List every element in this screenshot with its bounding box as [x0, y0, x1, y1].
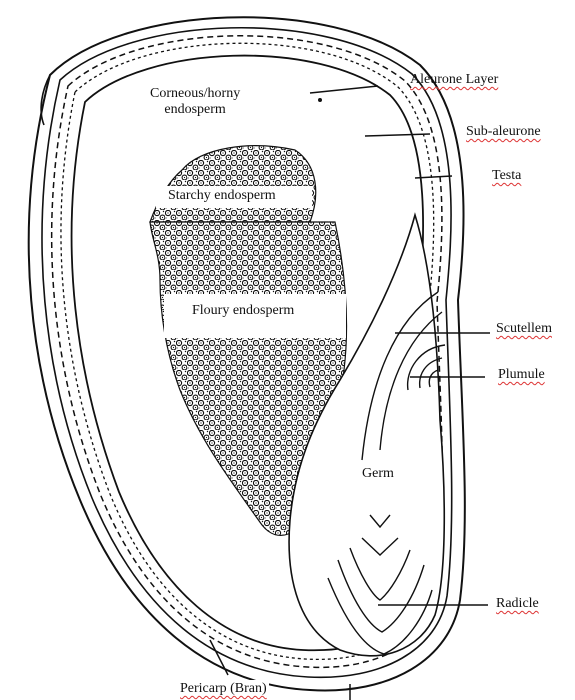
pericarp-label: Pericarp (Bran) [178, 680, 269, 698]
testa-label: Testa [492, 168, 521, 184]
aleurone-layer-label: Aleurone Layer [410, 72, 498, 88]
aleurone-leader [310, 86, 378, 93]
starchy-endosperm-region [150, 146, 316, 222]
plumule-label: Plumule [498, 367, 545, 383]
corneous-endosperm-label: Corneous/horny endosperm [150, 86, 240, 118]
pericarp-leader [210, 640, 228, 675]
sub-aleurone-label: Sub-aleurone [466, 124, 541, 140]
sub-aleurone-leader [365, 134, 430, 136]
starchy-endosperm-label: Starchy endosperm [168, 188, 276, 204]
radicle-label: Radicle [496, 596, 539, 612]
germ-label: Germ [362, 466, 394, 482]
scutellem-label: Scutellem [496, 321, 552, 337]
floury-endosperm-label: Floury endosperm [192, 303, 294, 319]
aleurone-dot [318, 98, 322, 102]
